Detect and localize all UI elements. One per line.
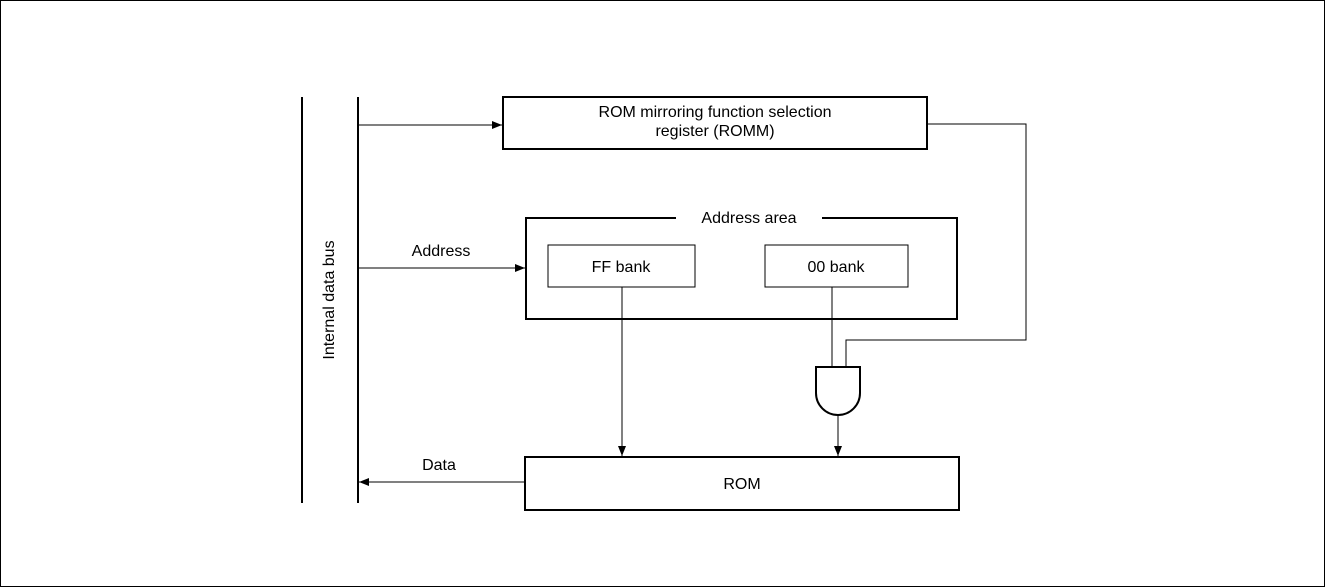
bank-00-label: 00 bank — [808, 259, 866, 276]
romm-register-label-line1: ROM mirroring function selection — [599, 104, 832, 121]
internal-bus-label: Internal data bus — [321, 240, 338, 359]
ff-bank-label: FF bank — [592, 259, 652, 276]
romm-register-box — [502, 96, 928, 150]
and-gate — [815, 366, 861, 416]
address-area-label: Address area — [701, 210, 796, 227]
address-label: Address — [412, 243, 471, 260]
romm-to-gate-line — [845, 123, 1027, 367]
address-area-box — [525, 217, 958, 320]
rom-box — [524, 456, 960, 511]
rom-label: ROM — [723, 476, 760, 493]
bank-00-box — [764, 244, 909, 288]
romm-register-label-line2: register (ROMM) — [655, 123, 774, 140]
data-label: Data — [422, 457, 456, 474]
